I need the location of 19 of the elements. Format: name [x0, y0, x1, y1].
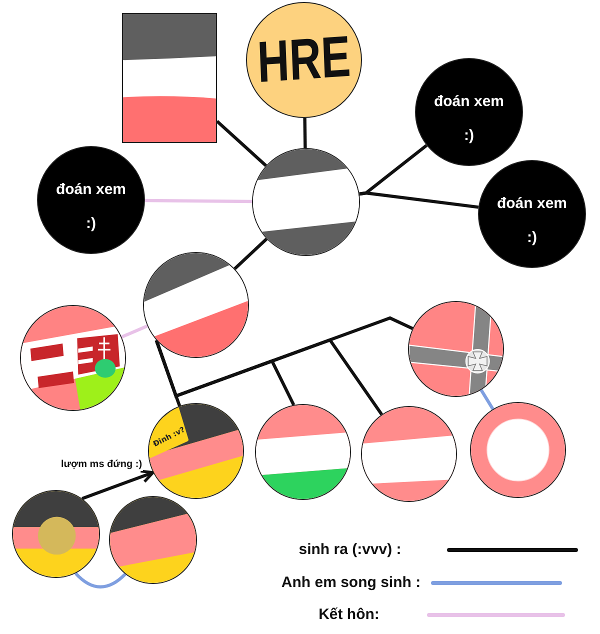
- connector-line: [74, 572, 126, 588]
- connector-line: [154, 316, 414, 398]
- connector-line: [144, 198, 252, 204]
- legend-text: sinh ra (:vvv) :: [298, 541, 402, 559]
- legend-text: Anh em song sinh :: [281, 574, 421, 592]
- edge-label: lượm ms đứng :): [60, 459, 144, 471]
- connector-line: [480, 389, 494, 410]
- ball-label: đoán xem :): [55, 180, 127, 234]
- flag: [122, 13, 217, 143]
- connector-line: [216, 120, 268, 167]
- connector-line: [234, 238, 268, 270]
- connector-line: [303, 118, 307, 148]
- ball-label: HRE: [256, 28, 352, 92]
- legend-text: Kết hôn:: [318, 606, 380, 624]
- arrow: [82, 470, 154, 500]
- connector-line: [359, 191, 479, 209]
- ball-label: đoán xem :): [496, 194, 568, 248]
- connector-line: [121, 324, 148, 338]
- ball-label: đoán xem :): [433, 92, 505, 146]
